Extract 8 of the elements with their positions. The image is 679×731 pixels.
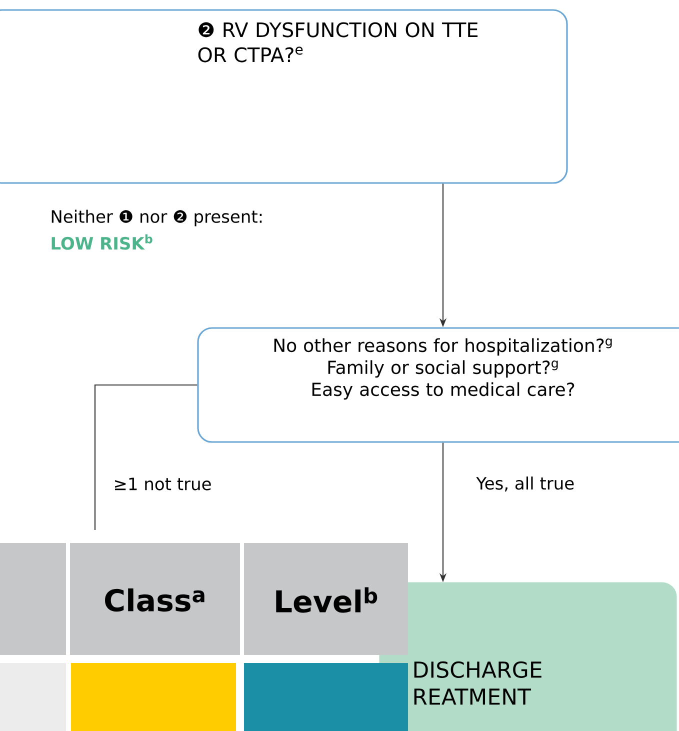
note-text: Neither ❶ nor ❷ present: [52,210,262,226]
process-box: ❷ RV DYSFUNCTION ON TTE OR CTPA?$^{e}$ [0,9,568,184]
risk-label: LOW RISK$^{b}$ [52,234,152,250]
edge-label: Yes, all true [475,476,576,492]
table-header-text: Class$^{a}$ [105,588,204,612]
outcome-box: DISCHARGE REATMENT [379,582,677,731]
process-box: No other reasons for hospitalization?$^{g}$ Family or social support?$^{g}$ Easy access to medical care? [197,327,679,443]
edge-label: ≥1 not true [112,476,213,492]
